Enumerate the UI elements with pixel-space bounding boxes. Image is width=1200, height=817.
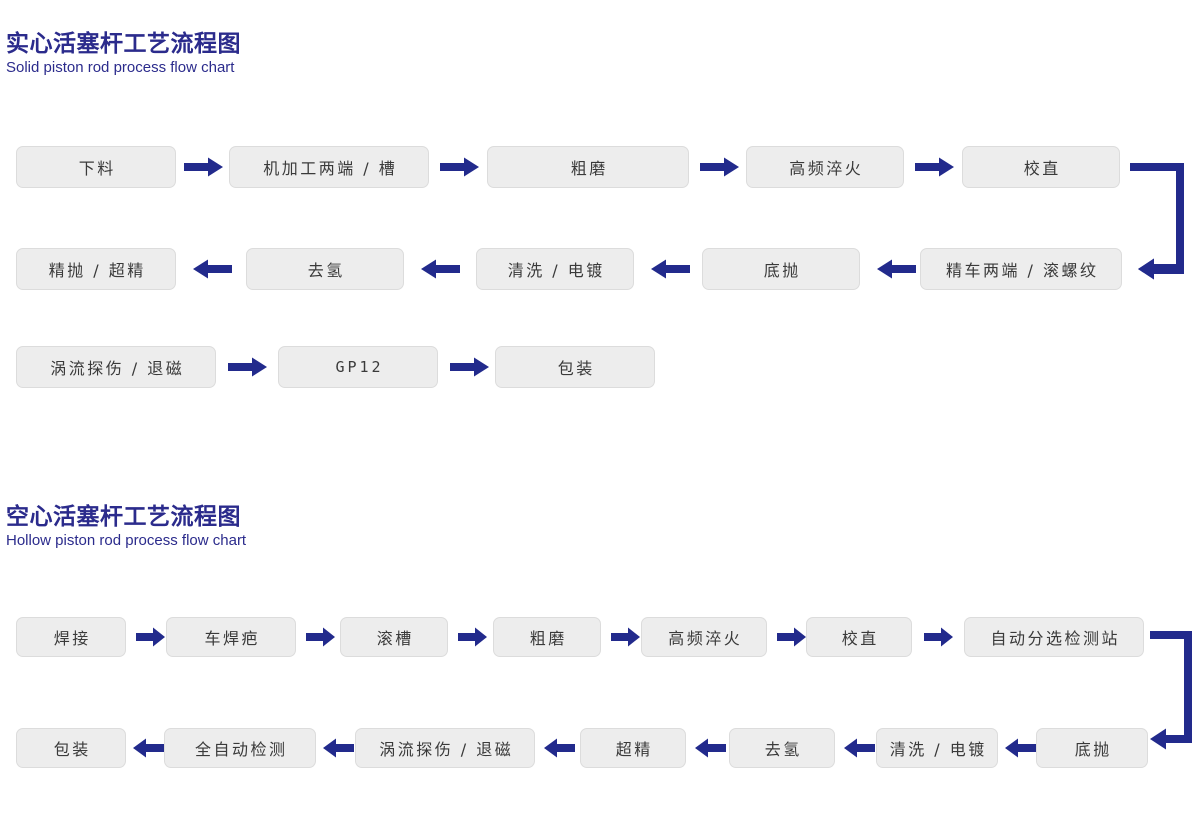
process-node[interactable]: 高频淬火 [746,146,904,188]
section-title-solid: 实心活塞杆工艺流程图 [6,30,241,56]
process-node[interactable]: 全自动检测 [164,728,316,768]
process-node[interactable]: 包装 [495,346,655,388]
flowchart-section-solid: 实心活塞杆工艺流程图 Solid piston rod process flow… [0,30,1200,390]
flow-row-solid-2: 精抛 / 超精 去氢 清洗 / 电镀 底抛 精车两端 / 滚螺纹 [0,248,1200,292]
arrow-right-icon [136,627,166,647]
process-node[interactable]: 清洗 / 电镀 [476,248,634,290]
flowchart-section-hollow: 空心活塞杆工艺流程图 Hollow piston rod process flo… [0,470,1200,817]
process-node[interactable]: 涡流探伤 / 退磁 [355,728,535,768]
arrow-left-icon [132,738,164,758]
flow-row-solid-1: 下料 机加工两端 / 槽 粗磨 高频淬火 校直 [0,146,1200,190]
arrow-left-icon [876,259,916,279]
section-subtitle-hollow: Hollow piston rod process flow chart [6,532,247,549]
process-node[interactable]: 校直 [806,617,912,657]
process-node[interactable]: 车焊疤 [166,617,296,657]
elbow-connector-hollow [1148,629,1196,753]
process-node[interactable]: 涡流探伤 / 退磁 [16,346,216,388]
process-node[interactable]: 粗磨 [487,146,689,188]
arrow-right-icon [777,627,807,647]
process-node[interactable]: 去氢 [246,248,404,290]
section-subtitle-solid: Solid piston rod process flow chart [6,59,235,76]
arrow-left-icon [192,259,232,279]
arrow-right-icon [228,357,268,377]
process-node[interactable]: 下料 [16,146,176,188]
arrow-right-icon [611,627,641,647]
process-node[interactable]: 超精 [580,728,686,768]
process-node[interactable]: 高频淬火 [641,617,767,657]
arrow-right-icon [924,627,954,647]
process-node[interactable]: 精车两端 / 滚螺纹 [920,248,1122,290]
arrow-left-icon [694,738,726,758]
arrow-right-icon [915,157,955,177]
flow-row-solid-3: 涡流探伤 / 退磁 GP12 包装 [0,346,1200,390]
process-node[interactable]: 去氢 [729,728,835,768]
flow-row-hollow-2: 包装 全自动检测 涡流探伤 / 退磁 超精 去氢 清洗 / 电镀 底抛 [0,728,1200,770]
arrow-left-icon [650,259,690,279]
arrow-right-icon [306,627,336,647]
process-node[interactable]: 自动分选检测站 [964,617,1144,657]
process-node[interactable]: 校直 [962,146,1120,188]
arrow-left-icon [322,738,354,758]
arrow-right-icon [184,157,224,177]
process-node[interactable]: 精抛 / 超精 [16,248,176,290]
process-node[interactable]: 粗磨 [493,617,601,657]
process-node[interactable]: 滚槽 [340,617,448,657]
arrow-left-icon [543,738,575,758]
arrow-right-icon [440,157,480,177]
process-node[interactable]: GP12 [278,346,438,388]
process-node[interactable]: 包装 [16,728,126,768]
arrow-right-icon [450,357,490,377]
flow-row-hollow-1: 焊接 车焊疤 滚槽 粗磨 高频淬火 校直 自动分选检测站 [0,617,1200,659]
arrow-right-icon [458,627,488,647]
arrow-right-icon [700,157,740,177]
arrow-left-icon [1004,738,1036,758]
process-node[interactable]: 机加工两端 / 槽 [229,146,429,188]
elbow-connector-solid [1128,160,1192,282]
process-node[interactable]: 清洗 / 电镀 [876,728,998,768]
process-node[interactable]: 焊接 [16,617,126,657]
arrow-left-icon [843,738,875,758]
section-title-hollow: 空心活塞杆工艺流程图 [6,503,241,529]
process-node[interactable]: 底抛 [1036,728,1148,768]
arrow-left-icon [420,259,460,279]
process-node[interactable]: 底抛 [702,248,860,290]
